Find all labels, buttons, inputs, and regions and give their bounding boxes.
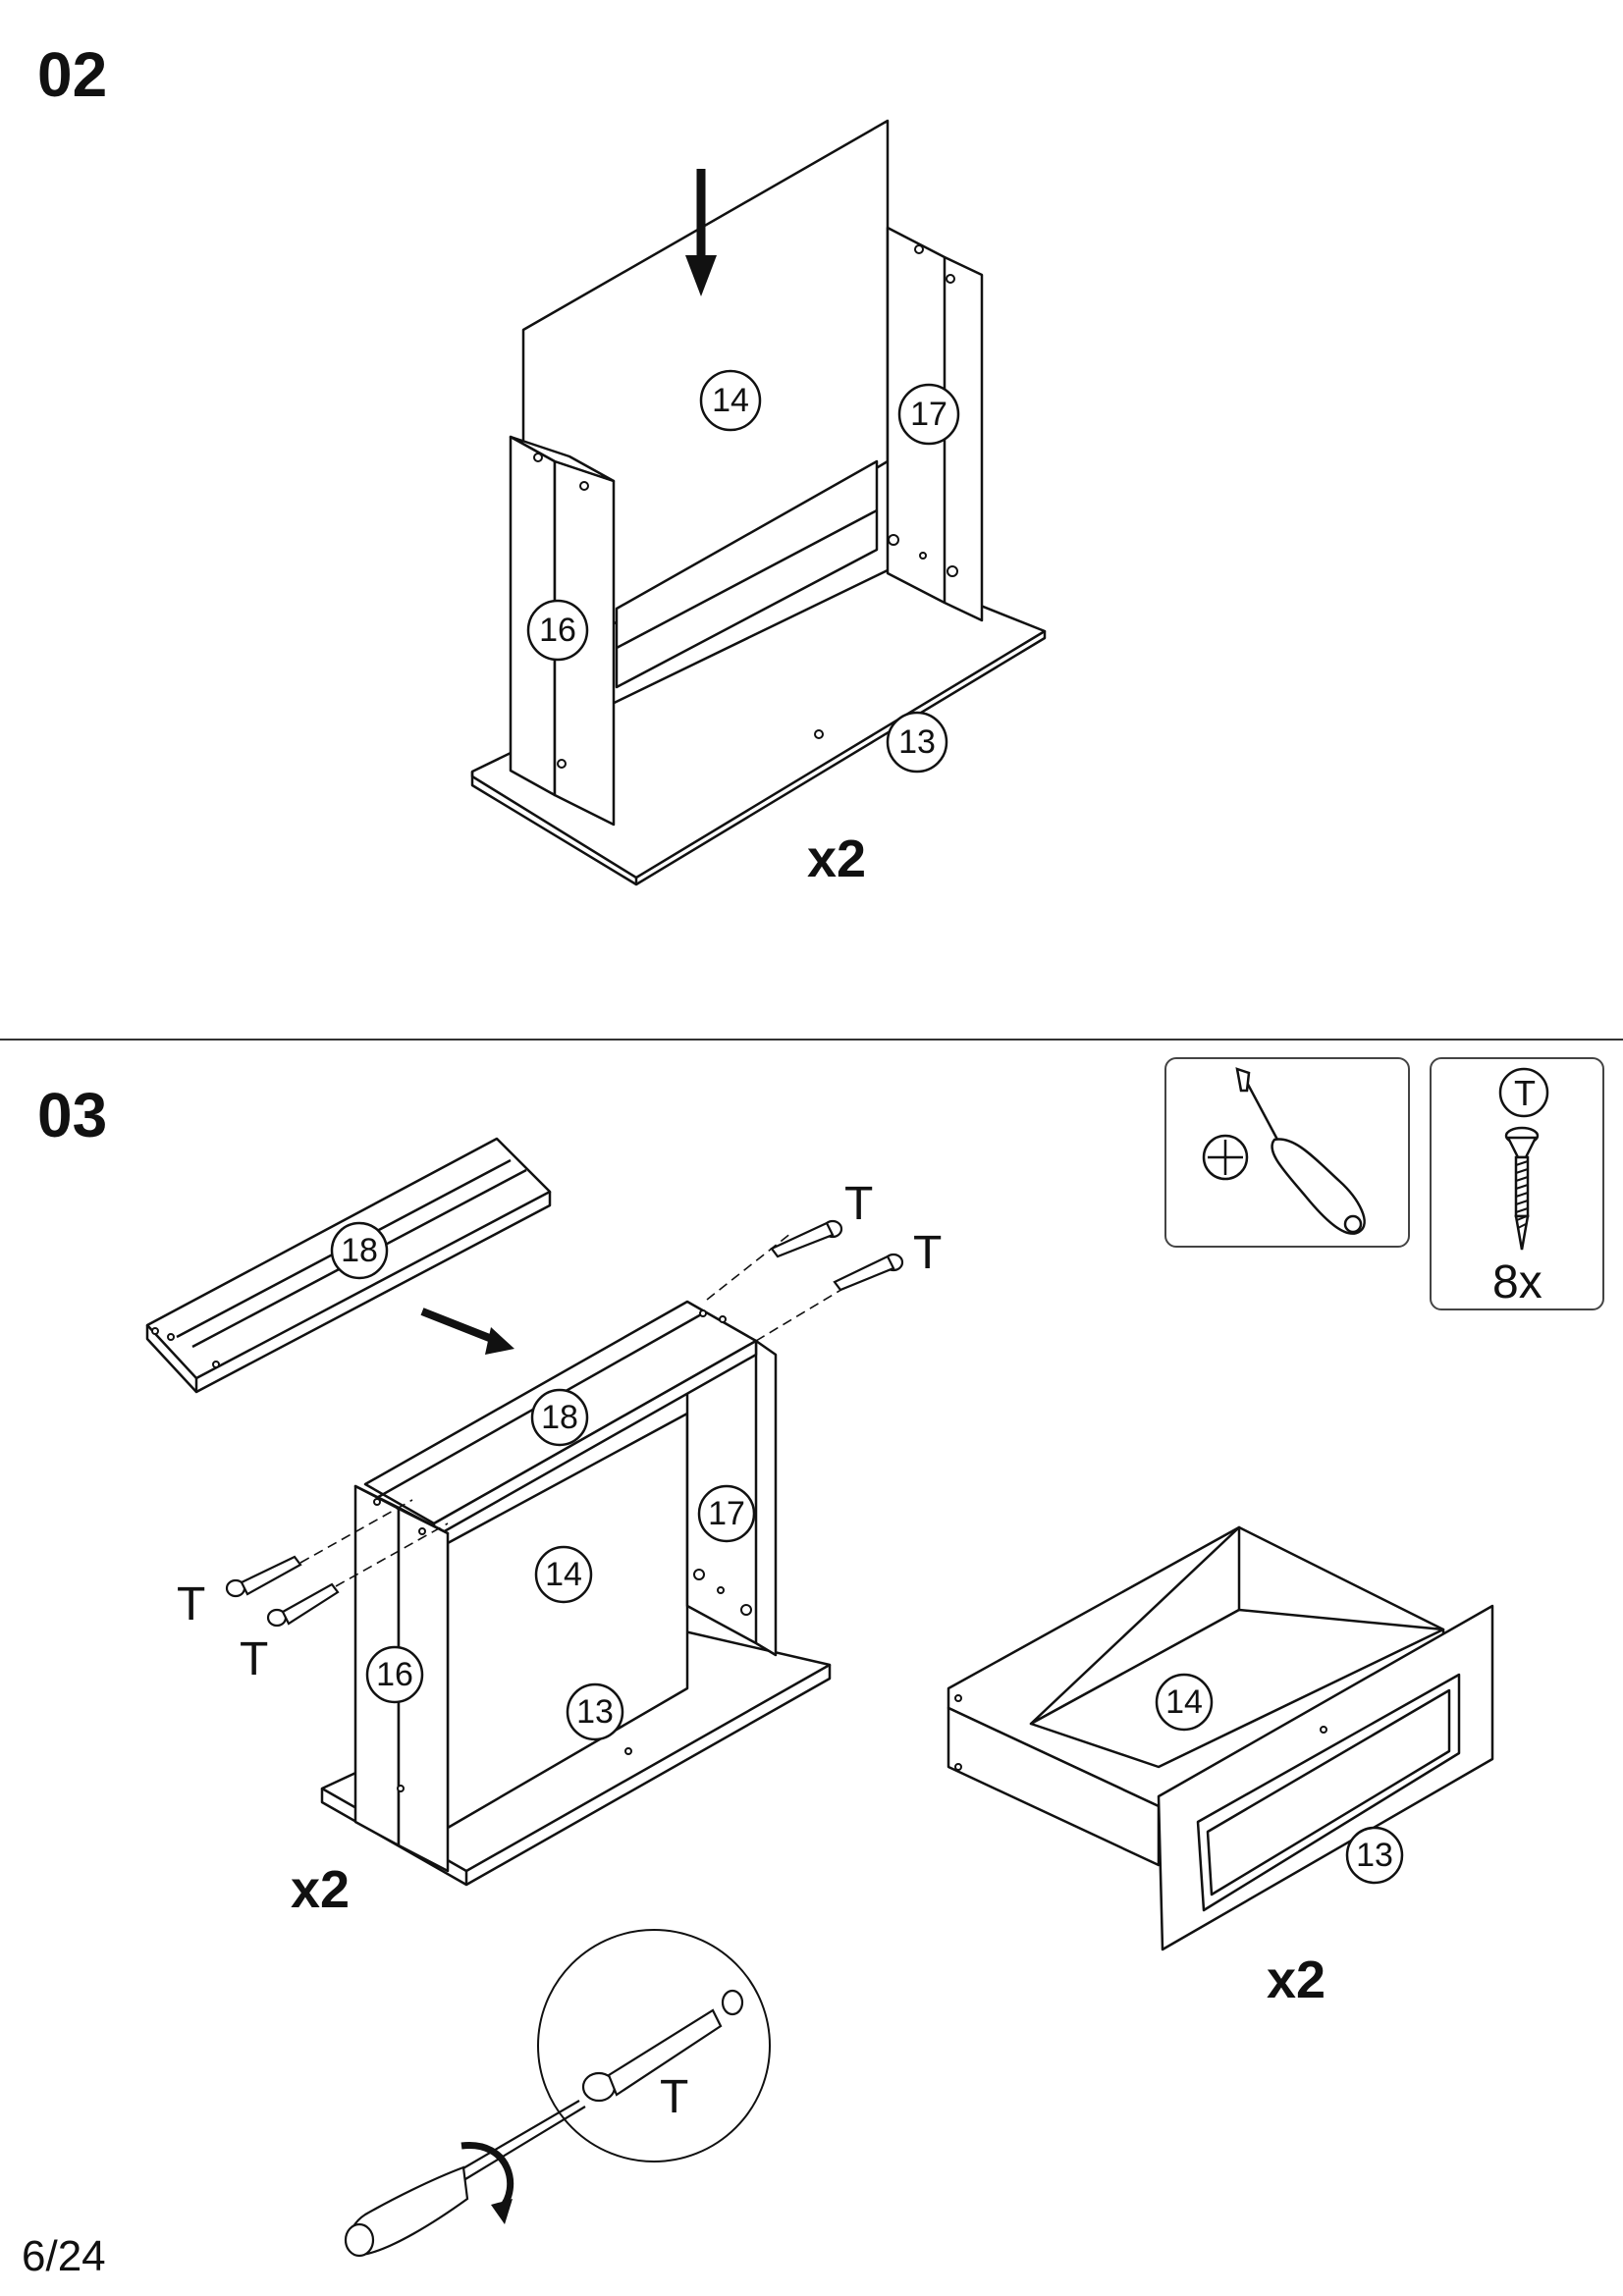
part-16-label-circle <box>365 1645 424 1704</box>
part-18-installed-label-circle <box>530 1388 589 1447</box>
step-03-multiplier-frame: x2 <box>291 1860 351 1919</box>
down-arrow-icon <box>685 169 717 296</box>
part-16-label: 16 <box>539 612 576 649</box>
part-18-installed-label: 18 <box>541 1399 578 1436</box>
part-14-label-circle <box>534 1545 593 1604</box>
screw-t-icon <box>1498 1067 1549 1251</box>
part-13-label: 13 <box>576 1693 614 1731</box>
drawer-14-label-circle <box>1155 1673 1214 1732</box>
step-02-number: 02 <box>37 39 108 110</box>
step-02-multiplier: x2 <box>807 829 867 888</box>
screw-count-label: 8x <box>1492 1256 1542 1308</box>
part-18-loose-label-circle <box>330 1221 389 1280</box>
part-13-label-circle <box>886 711 948 774</box>
step-divider <box>0 1039 1623 1041</box>
part-17-label: 17 <box>708 1495 745 1532</box>
part-14-label: 14 <box>545 1556 582 1593</box>
tool-box-screwdriver <box>1164 1057 1410 1248</box>
step-02-illustration: 14 17 16 13 <box>470 119 1047 886</box>
screw-label-left-1: T <box>177 1578 205 1630</box>
part-13-label: 13 <box>898 723 936 761</box>
drawer-13-label: 13 <box>1356 1837 1393 1874</box>
screw-label-top-1: T <box>844 1178 873 1230</box>
part-17-label-circle <box>697 1484 756 1543</box>
part-13-label-circle <box>566 1682 624 1741</box>
slide-arrow-icon <box>420 1308 514 1355</box>
part-16-label: 16 <box>376 1656 413 1693</box>
phillips-screwdriver-icon <box>1202 1067 1366 1235</box>
part-17-label-circle <box>897 383 960 446</box>
tool-box-screw: T 8x <box>1430 1057 1604 1310</box>
screw-type-label: T <box>1514 1073 1536 1113</box>
page-number: 6/24 <box>22 2232 106 2280</box>
screw-detail-zoom <box>344 1929 771 2258</box>
screw-label-left-2: T <box>240 1633 268 1685</box>
part-14-label: 14 <box>712 382 749 419</box>
drawer-14-label: 14 <box>1165 1683 1203 1721</box>
part-17-label: 17 <box>910 396 947 433</box>
screw-label-detail: T <box>660 2071 688 2123</box>
part-16-label-circle <box>526 599 589 662</box>
step-03-multiplier-drawer: x2 <box>1267 1950 1326 2009</box>
screw-label-top-2: T <box>913 1227 942 1279</box>
part-18-loose-label: 18 <box>341 1232 378 1269</box>
drawer-13-label-circle <box>1345 1826 1404 1885</box>
part-14-label-circle <box>699 369 762 432</box>
step-03-number: 03 <box>37 1080 108 1150</box>
